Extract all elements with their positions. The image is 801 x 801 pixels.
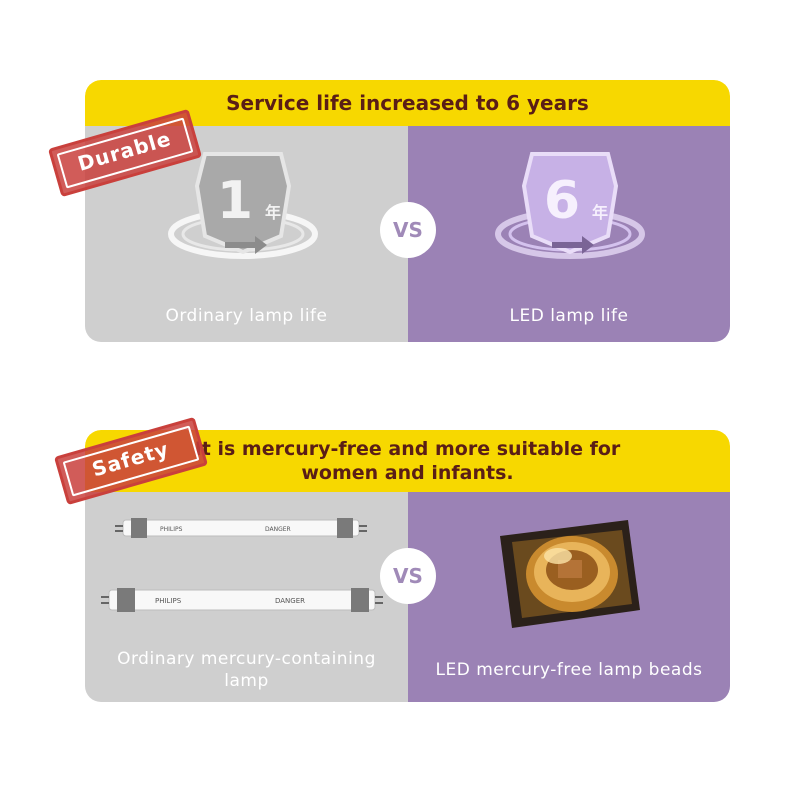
- mercury-lamp-panel: PHILIPS DANGER PHILIPS DANGER Ordinary m…: [85, 492, 408, 702]
- svg-text:DANGER: DANGER: [275, 597, 305, 605]
- vs-badge-2: VS: [380, 548, 436, 604]
- one-year-badge-icon: 1 年: [168, 152, 318, 259]
- svg-text:1: 1: [217, 171, 253, 231]
- svg-text:PHILIPS: PHILIPS: [155, 597, 182, 605]
- led-beads-panel: LED mercury-free lamp beads: [408, 492, 730, 702]
- mercury-lamp-caption-line2: lamp: [224, 671, 269, 691]
- svg-text:年: 年: [592, 203, 608, 222]
- six-year-badge-icon: 6 年: [495, 152, 645, 259]
- svg-text:年: 年: [265, 203, 281, 222]
- safety-banner-line2: women and infants.: [301, 462, 514, 484]
- vs-badge-1: VS: [380, 202, 436, 258]
- mercury-lamp-caption: Ordinary mercury-containing lamp: [85, 648, 408, 692]
- durability-banner: Service life increased to 6 years: [85, 80, 730, 126]
- led-beads-caption: LED mercury-free lamp beads: [435, 660, 703, 680]
- led-lamp-life-caption: LED lamp life: [509, 306, 629, 326]
- mercury-tube-lamps-icon: PHILIPS DANGER PHILIPS DANGER: [101, 518, 383, 612]
- svg-text:6: 6: [544, 171, 580, 231]
- svg-text:DANGER: DANGER: [265, 526, 291, 533]
- mercury-lamp-caption-line1: Ordinary mercury-containing: [117, 649, 376, 669]
- safety-banner-line1: It is mercury-free and more suitable for: [194, 438, 621, 460]
- ordinary-lamp-life-caption: Ordinary lamp life: [165, 306, 328, 326]
- led-bead-chip-icon: [500, 520, 640, 628]
- svg-text:PHILIPS: PHILIPS: [160, 526, 183, 533]
- led-lamp-panel: 6 年 LED lamp life: [408, 126, 730, 342]
